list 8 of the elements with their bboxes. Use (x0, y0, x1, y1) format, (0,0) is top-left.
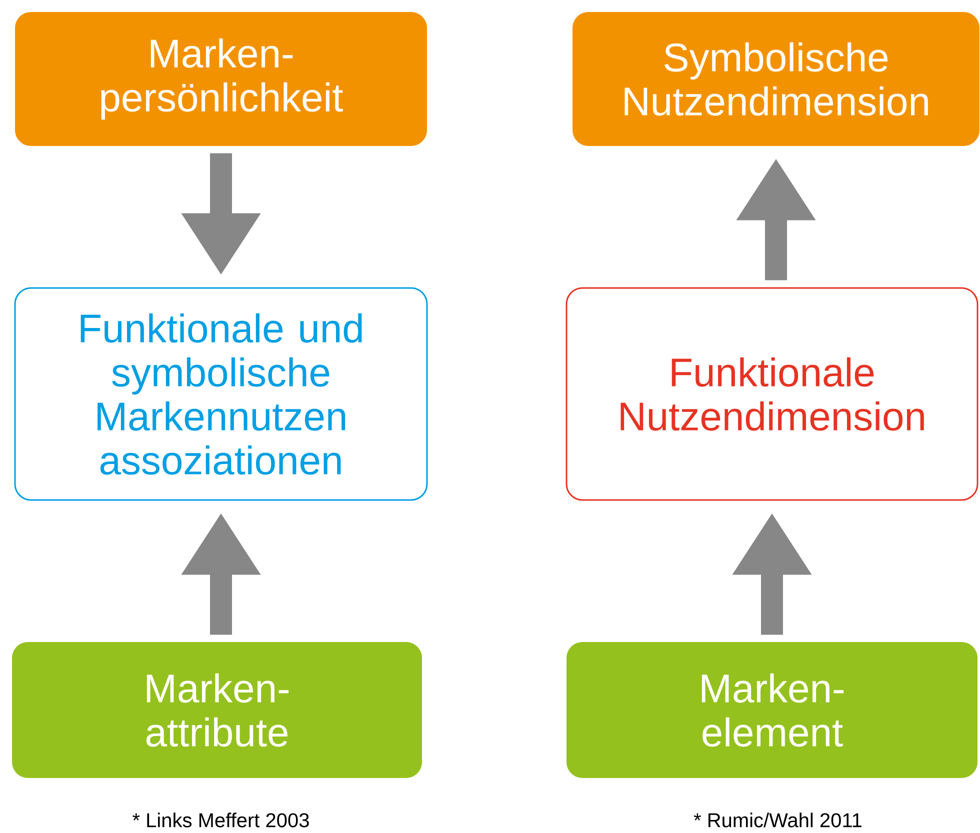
process-box: Marken- attribute (12, 642, 422, 778)
footnote: * Links Meffert 2003 (132, 812, 309, 828)
process-box: Marken- element (566, 642, 978, 778)
process-box: Funktionale Nutzendimension (566, 287, 978, 501)
process-box: Marken- persönlichkeit (15, 12, 427, 146)
footnote: * Rumic/Wahl 2011 (694, 812, 862, 828)
process-box: Funktionale und symbolische Markennutzen assoziationen (14, 287, 428, 501)
process-box: Symbolische Nutzendimension (572, 12, 980, 146)
